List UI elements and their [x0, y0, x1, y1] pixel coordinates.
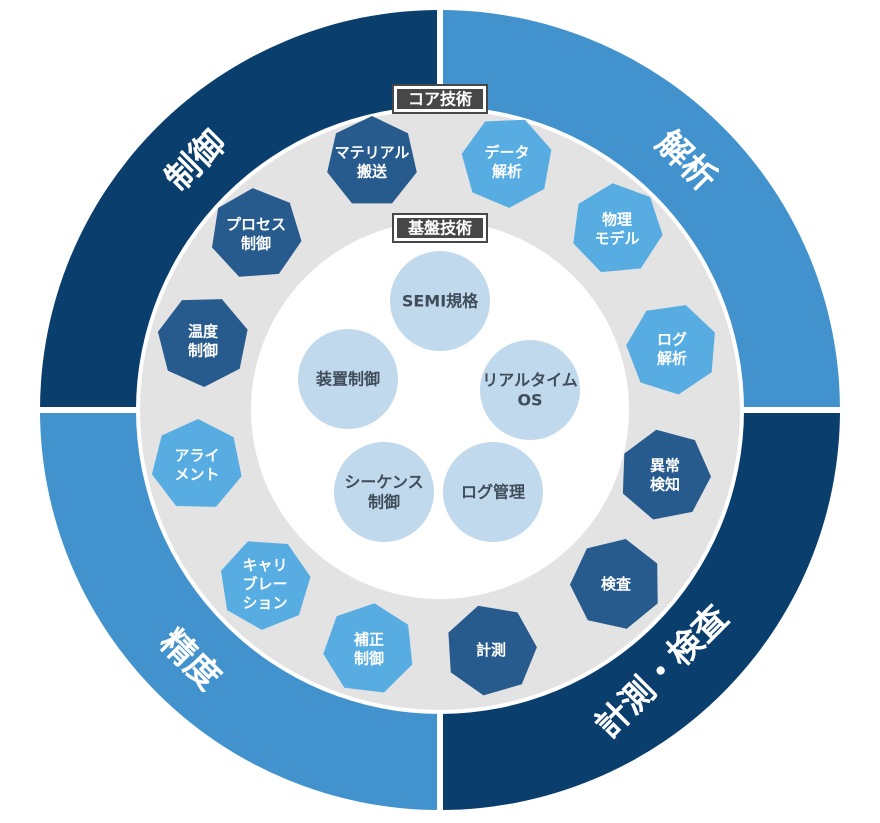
- core-technology-shape: [622, 429, 711, 520]
- core-technology-label-line: 制御: [188, 342, 218, 360]
- core-technology-shape: [151, 419, 242, 507]
- core-technology-badge-label: コア技術: [408, 90, 472, 109]
- base-technology-item: 装置制御: [298, 329, 398, 429]
- base-technology-label-line: 装置制御: [315, 370, 380, 389]
- core-technology-label-line: 解析: [657, 350, 687, 368]
- base-technology-shape: [298, 329, 398, 429]
- core-technology-shape: [323, 603, 413, 693]
- core-technology-shape: [212, 188, 302, 277]
- base-technology-label-line: シーケンス: [344, 473, 423, 492]
- core-technology-label-line: アライ: [174, 447, 219, 465]
- core-technology-label-line: モデル: [594, 230, 639, 248]
- base-technology-shape: [390, 251, 490, 351]
- core-technology-label-line: 物理: [602, 211, 632, 229]
- core-technology-label-line: ログ: [657, 331, 687, 349]
- core-technology-label-line: 異常: [650, 457, 680, 475]
- core-technology-label-line: 計測: [476, 641, 506, 659]
- core-technology-label-line: データ: [484, 144, 529, 162]
- core-technology-shape: [157, 299, 248, 387]
- core-technology-label-line: マテリアル: [335, 144, 410, 162]
- core-technology-label-line: 解析: [492, 163, 522, 181]
- core-technology-label-line: ブレー: [242, 575, 287, 593]
- base-technology-item: SEMI規格: [390, 251, 490, 351]
- core-technology-hexagons: マテリアル搬送データ解析物理モデルログ解析異常検知検査計測補正制御キャリブレーシ…: [151, 116, 715, 696]
- core-technology-shape: [573, 183, 663, 273]
- core-technology-shape: [570, 539, 658, 629]
- core-technology-label-line: ション: [242, 594, 287, 612]
- core-technology-label-line: 検知: [650, 476, 680, 494]
- base-technology-shape: [334, 442, 434, 542]
- core-technology-label-line: 補正: [353, 631, 384, 649]
- base-technology-badge: 基盤技術: [392, 213, 488, 243]
- core-technology-label-line: 搬送: [357, 163, 388, 181]
- base-technology-label-line: 制御: [368, 493, 400, 512]
- core-technology-label-line: キャリ: [242, 556, 287, 574]
- base-technology-label-line: SEMI規格: [402, 292, 479, 311]
- base-technology-label-line: リアルタイム: [482, 371, 578, 390]
- core-technology-shape: [221, 541, 311, 630]
- base-technology-badge-label: 基盤技術: [407, 219, 472, 238]
- core-technology-label-line: メント: [174, 466, 219, 484]
- core-technology-label-line: 制御: [354, 650, 384, 668]
- base-technology-shape: [480, 340, 580, 440]
- core-technology-label-line: 制御: [241, 235, 271, 253]
- base-technology-label-line: ログ管理: [461, 483, 525, 502]
- base-technology-shape: [443, 442, 543, 542]
- base-technology-item: ログ管理: [443, 442, 543, 542]
- core-technology-shape: [461, 119, 552, 208]
- core-technology-item: 計測: [448, 605, 537, 696]
- core-technology-label-line: 検査: [601, 575, 632, 593]
- core-technology-label-line: 温度: [188, 323, 219, 341]
- core-technology-shape: [626, 305, 715, 395]
- base-technology-label-line: OS: [517, 391, 542, 410]
- core-technology-badge: コア技術: [392, 84, 488, 114]
- core-technology-shape: [327, 116, 417, 204]
- core-technology-item: 検査: [570, 539, 658, 629]
- core-technology-shape: [448, 605, 537, 696]
- core-technology-label-line: プロセス: [226, 216, 286, 234]
